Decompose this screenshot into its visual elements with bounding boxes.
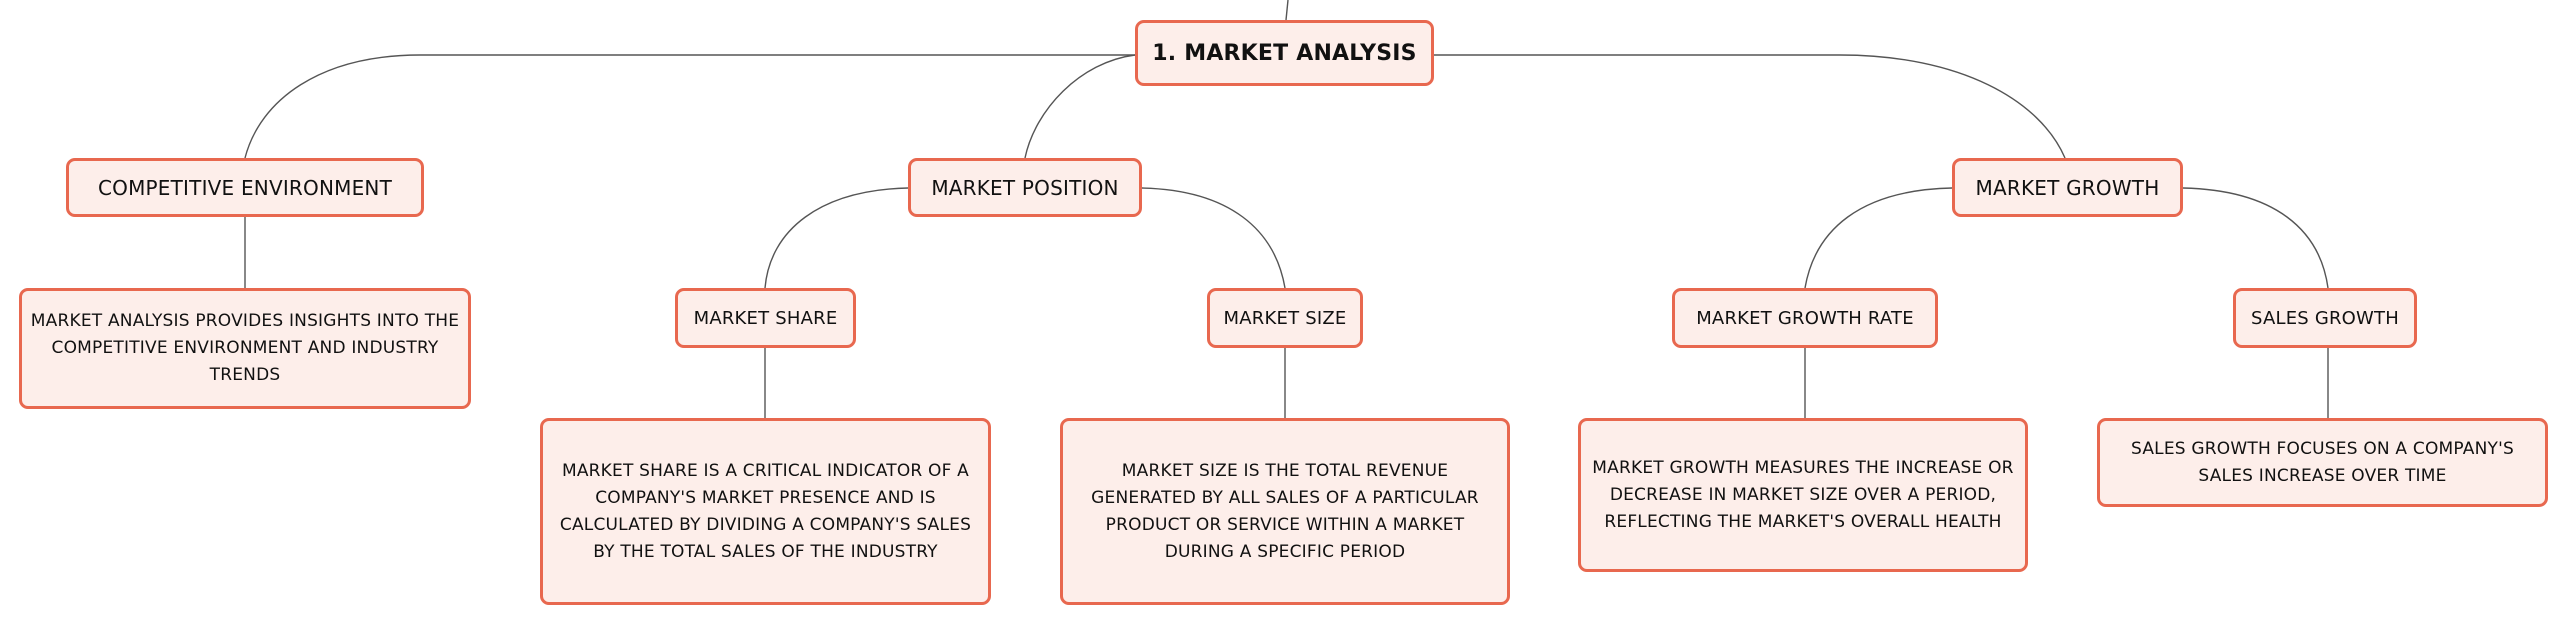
connector-root-to-market-growth — [1434, 54, 2066, 159]
connector-root-to-competitive-environment — [244, 54, 1135, 159]
description-sales-growth[interactable]: SALES GROWTH FOCUSES ON A COMPANY'S SALE… — [2097, 418, 2548, 507]
node-competitive-environment[interactable]: COMPETITIVE ENVIRONMENT — [66, 158, 424, 217]
connector-market-position-to-market-size — [1141, 187, 1286, 289]
description-market-growth-rate[interactable]: MARKET GROWTH MEASURES THE INCREASE OR D… — [1578, 418, 2028, 572]
node-market-growth-rate[interactable]: MARKET GROWTH RATE — [1672, 288, 1938, 348]
connector-market-growth-to-growth-rate — [1804, 187, 1953, 289]
description-market-share[interactable]: MARKET SHARE IS A CRITICAL INDICATOR OF … — [540, 418, 991, 605]
node-market-position[interactable]: MARKET POSITION — [908, 158, 1142, 217]
connector-root-to-market-position — [1024, 54, 1136, 159]
connector-market-growth-to-sales-growth — [2182, 187, 2329, 289]
connector-parent-to-root — [1285, 0, 1289, 21]
node-market-growth[interactable]: MARKET GROWTH — [1952, 158, 2183, 217]
connector-market-position-to-market-share — [764, 187, 909, 289]
description-market-size[interactable]: MARKET SIZE IS THE TOTAL REVENUE GENERAT… — [1060, 418, 1510, 605]
node-market-size[interactable]: MARKET SIZE — [1207, 288, 1363, 348]
root-node-market-analysis[interactable]: 1. MARKET ANALYSIS — [1135, 20, 1434, 86]
node-sales-growth[interactable]: SALES GROWTH — [2233, 288, 2417, 348]
node-market-share[interactable]: MARKET SHARE — [675, 288, 856, 348]
description-competitive-environment[interactable]: MARKET ANALYSIS PROVIDES INSIGHTS INTO T… — [19, 288, 471, 409]
